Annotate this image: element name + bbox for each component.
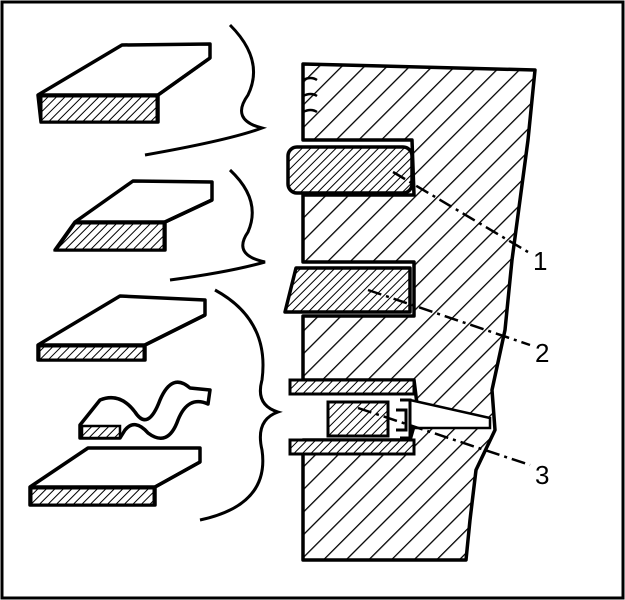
brace-3 xyxy=(199,288,283,522)
ring-3-top-rail xyxy=(288,378,416,396)
brace-1 xyxy=(144,23,268,157)
segment-taper xyxy=(53,179,214,252)
segment-wavy-expander xyxy=(78,380,212,440)
ring-3-expander xyxy=(326,400,390,438)
segment-bottom-rail xyxy=(28,446,202,507)
callout-3: 3 xyxy=(535,460,550,490)
ring-2-section xyxy=(283,266,412,314)
wall-serration xyxy=(302,76,318,114)
ring-3-bottom-rail xyxy=(288,438,416,456)
segment-thin-rail xyxy=(36,294,207,362)
ring-3-spacer xyxy=(396,398,412,440)
callout-1: 1 xyxy=(533,246,548,276)
leader-line-3 xyxy=(357,406,531,467)
segment-rectangular xyxy=(36,42,212,124)
leader-line-2 xyxy=(367,288,531,347)
callout-2: 2 xyxy=(535,338,550,368)
brace-2 xyxy=(169,168,266,282)
ring-1-section xyxy=(286,145,414,195)
